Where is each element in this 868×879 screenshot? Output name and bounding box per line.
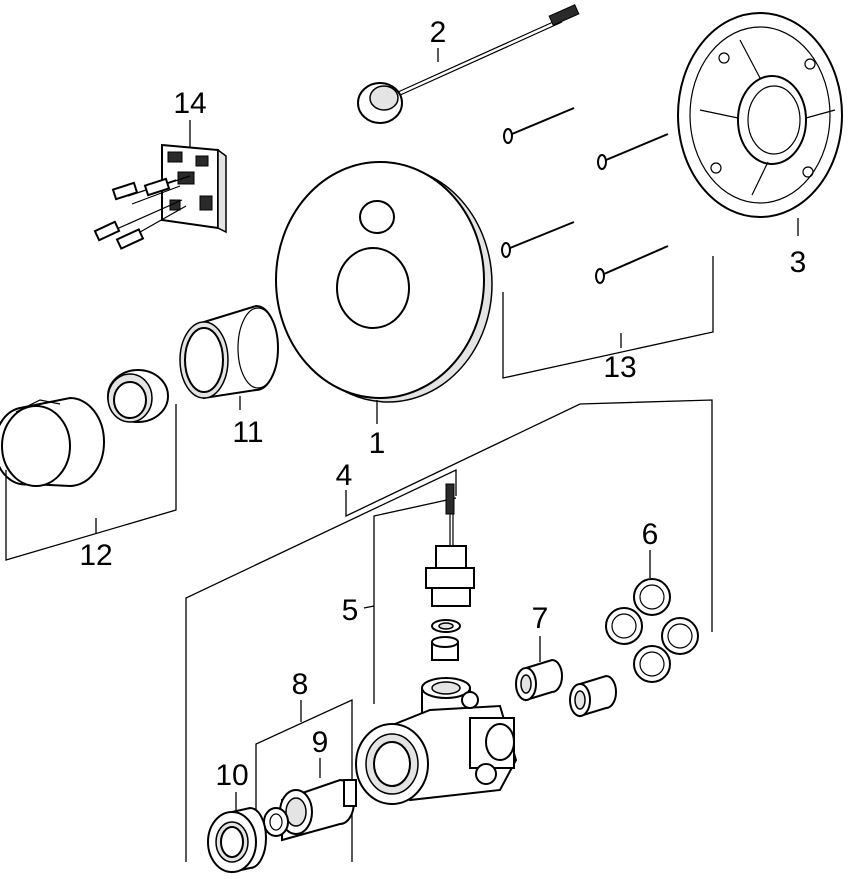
label-9: 9 bbox=[312, 726, 329, 759]
label-8: 8 bbox=[292, 668, 309, 701]
label-7: 7 bbox=[532, 602, 549, 635]
label-12: 12 bbox=[79, 539, 112, 572]
bracket-4-top bbox=[345, 399, 713, 632]
part-6-o-rings bbox=[605, 578, 699, 683]
part-13-screws bbox=[501, 107, 669, 284]
part-12-knob bbox=[0, 396, 105, 488]
part-12-ring bbox=[107, 369, 169, 423]
label-11: 11 bbox=[232, 416, 263, 449]
bracket-12 bbox=[5, 404, 177, 561]
part-2-push-button bbox=[357, 4, 580, 124]
label-2: 2 bbox=[430, 16, 447, 49]
part-10-nut bbox=[207, 806, 267, 874]
label-14: 14 bbox=[173, 87, 206, 120]
part-1-cover-plate bbox=[275, 161, 493, 403]
part-11-sleeve bbox=[179, 304, 279, 400]
bracket-13 bbox=[502, 256, 714, 379]
label-5: 5 bbox=[342, 594, 359, 627]
leader-5 bbox=[363, 605, 375, 609]
part-5-cartridge bbox=[425, 483, 475, 661]
label-3: 3 bbox=[790, 246, 807, 279]
label-13: 13 bbox=[603, 351, 636, 384]
part-14-module bbox=[93, 143, 227, 250]
label-6: 6 bbox=[642, 518, 659, 551]
part-7-check-valve-a bbox=[515, 658, 563, 702]
bracket-5 bbox=[373, 497, 457, 704]
bracket-4-left bbox=[185, 468, 457, 862]
label-4: 4 bbox=[336, 459, 353, 492]
part-7-check-valve-b bbox=[569, 674, 617, 718]
part-9-cartridge bbox=[263, 778, 357, 842]
part-4-valve-body bbox=[355, 677, 518, 805]
label-10: 10 bbox=[215, 759, 248, 792]
label-1: 1 bbox=[369, 427, 386, 460]
part-3-mounting-bracket bbox=[677, 12, 843, 218]
